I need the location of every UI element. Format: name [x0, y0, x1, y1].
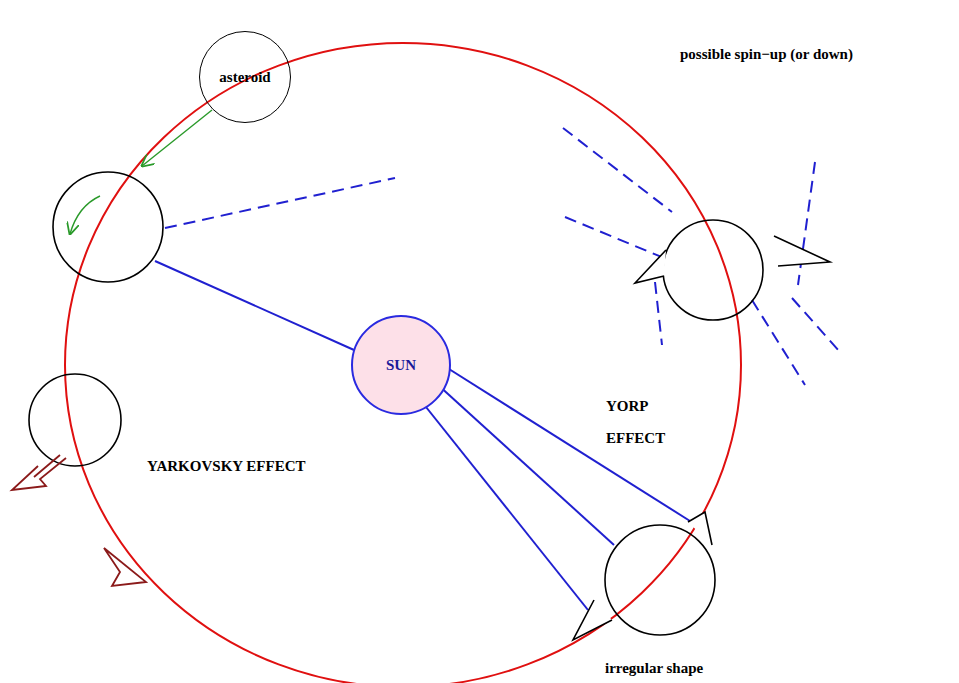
spin-arrow: [70, 196, 100, 234]
asteroid-circles: [29, 172, 763, 635]
shape-protrusions: [573, 236, 830, 640]
orbit-direction-arrow: [104, 548, 146, 586]
asteroid-circle: asteroid: [199, 31, 291, 123]
effect-title: YORP EFFECT: [604, 390, 680, 454]
motion-arrow: [142, 110, 212, 166]
spin-note: possible spin−up (or down): [678, 44, 855, 64]
orbit: [65, 43, 741, 683]
yarkovsky-arrow: [12, 455, 66, 490]
node-text: SUN: [386, 357, 416, 374]
effect-title: YARKOVSKY EFFECT: [145, 456, 308, 476]
emission-dashes: [165, 128, 840, 385]
shape-note: irregular shape: [603, 658, 705, 678]
sun-circle: SUN: [351, 315, 451, 415]
node-text: asteroid: [219, 69, 270, 86]
